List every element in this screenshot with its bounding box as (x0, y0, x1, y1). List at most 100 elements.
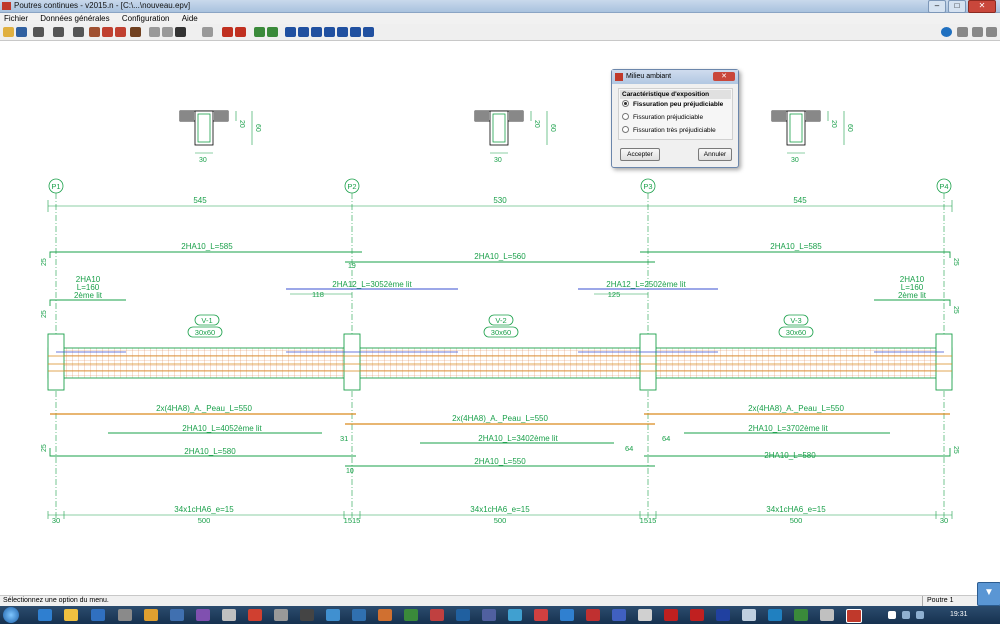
radio-fissuration-tres-prejudiciable[interactable]: Fissuration très préjudiciable (622, 126, 716, 135)
diagram-icon[interactable] (222, 27, 233, 37)
window-title: Poutres continues - v2015.n - [C:\...\no… (14, 1, 191, 10)
app-icon-27[interactable] (716, 609, 730, 621)
radio-fissuration-peu-prejudiciable[interactable]: Fissuration peu préjudiciable (622, 100, 723, 109)
first-icon[interactable] (149, 27, 160, 37)
support-top-bar-p3: 2HA12_L=2502ème lit (606, 280, 686, 289)
beam-1-size: 30x60 (195, 328, 215, 337)
app-icon-25[interactable] (664, 609, 678, 621)
app-icon-22[interactable] (586, 609, 600, 621)
app-icon-19[interactable] (508, 609, 522, 621)
app-icon-28[interactable] (742, 609, 756, 621)
app-icon-30[interactable] (794, 609, 808, 621)
zoom-fit-icon[interactable] (337, 27, 348, 37)
zoom-out-icon[interactable] (311, 27, 322, 37)
start-button[interactable] (3, 607, 19, 623)
toolbar (0, 24, 1000, 41)
app-icon-9[interactable] (248, 609, 262, 621)
skype-icon[interactable] (768, 609, 782, 621)
app-icon-4[interactable] (118, 609, 132, 621)
tools-icon[interactable] (130, 27, 141, 37)
app-icon-10[interactable] (274, 609, 288, 621)
app-icon-12[interactable] (326, 609, 340, 621)
close-button[interactable]: ✕ (968, 0, 996, 13)
poutres-taskbar-icon[interactable] (846, 609, 862, 623)
dim-right: 30 (940, 516, 948, 525)
next-icon[interactable] (175, 27, 186, 37)
app-icon-26[interactable] (690, 609, 704, 621)
ie-icon[interactable] (38, 609, 52, 621)
settings-icon[interactable] (115, 27, 126, 37)
app-icon-17[interactable] (456, 609, 470, 621)
app-icon-20[interactable] (534, 609, 548, 621)
reinforcement-icon[interactable] (102, 27, 113, 37)
second-layer-bottom-1: 2HA10_L=4052ème lit (182, 424, 262, 433)
print-preview-icon[interactable] (972, 27, 983, 37)
maximize-button[interactable]: □ (948, 0, 966, 13)
menu-fichier[interactable]: Fichier (4, 14, 29, 23)
network-icon[interactable] (902, 611, 910, 619)
app-icon-6[interactable] (170, 609, 184, 621)
save-icon[interactable] (16, 27, 27, 37)
menu-configuration[interactable]: Configuration (121, 14, 170, 23)
drawing-canvas[interactable]: 20 60 30 20 60 30 20 60 30 (0, 41, 1000, 594)
exposure-group: Caractéristique d'exposition Fissuration… (618, 88, 733, 140)
last-icon[interactable] (202, 27, 213, 37)
dim-span-2: 500 (494, 516, 507, 525)
zoom-window-icon[interactable] (324, 27, 335, 37)
app-icon-21[interactable] (560, 609, 574, 621)
end-bar-left-line2: L=160 (77, 283, 100, 292)
refresh-icon[interactable] (363, 27, 374, 37)
volume-icon[interactable] (916, 611, 924, 619)
media-icon[interactable] (91, 609, 105, 621)
check-icon[interactable] (254, 27, 265, 37)
app-icon-11[interactable] (300, 609, 314, 621)
app-icon-8[interactable] (222, 609, 236, 621)
app-icon-14[interactable] (378, 609, 392, 621)
dim-mid-1: 1515 (344, 516, 361, 525)
tray-up-icon[interactable] (888, 611, 896, 619)
open-icon[interactable] (3, 27, 14, 37)
chart-icon[interactable] (235, 27, 246, 37)
taskbar-clock[interactable]: 19:31 (950, 611, 968, 618)
radio-fissuration-prejudiciable[interactable]: Fissuration préjudiciable (622, 113, 703, 122)
section-i-icon[interactable] (53, 27, 64, 37)
app-icon-18[interactable] (482, 609, 496, 621)
cross-section-1: 20 60 30 (179, 110, 261, 164)
print-icon[interactable] (957, 27, 968, 37)
scroll-down-button[interactable]: ▼ (977, 582, 1000, 606)
explorer-icon[interactable] (64, 609, 78, 621)
app-icon-15[interactable] (404, 609, 418, 621)
app-icon-16[interactable] (430, 609, 444, 621)
section-1-h1: 20 (238, 120, 245, 128)
section-c-icon[interactable] (73, 27, 84, 37)
app-icon-23[interactable] (612, 609, 626, 621)
minimize-button[interactable]: – (928, 0, 946, 13)
cross-section-2: 20 60 30 (474, 110, 556, 164)
mark-mid-top: 19 (348, 263, 356, 270)
section-rect-icon[interactable] (33, 27, 44, 37)
section-3-h1: 20 (830, 120, 837, 128)
support-top-length-p3: 125 (608, 290, 621, 299)
prev-icon[interactable] (162, 27, 173, 37)
pan-icon[interactable] (350, 27, 361, 37)
app-icon-5[interactable] (144, 609, 158, 621)
beam-2-name: V-2 (495, 316, 506, 325)
app-icon-31[interactable] (820, 609, 834, 621)
dialog-title-bar[interactable]: Milieu ambiant ✕ (612, 70, 738, 84)
export-icon[interactable] (986, 27, 997, 37)
load-icon[interactable] (89, 27, 100, 37)
app-icon-13[interactable] (352, 609, 366, 621)
top-bar-3: 2HA10_L=585 (770, 242, 822, 251)
menu-donnees-generales[interactable]: Données générales (40, 14, 110, 23)
zoom-in-icon[interactable] (298, 27, 309, 37)
accept-button[interactable]: Accepter (620, 148, 660, 161)
cancel-button[interactable]: Annuler (698, 148, 732, 161)
app-icon-7[interactable] (196, 609, 210, 621)
edit-icon[interactable] (267, 27, 278, 37)
web-icon[interactable] (941, 27, 952, 37)
mark-mid-low-right: 25 (952, 306, 959, 314)
menu-aide[interactable]: Aide (181, 14, 198, 23)
zoom-icon[interactable] (285, 27, 296, 37)
dialog-close-button[interactable]: ✕ (713, 72, 735, 81)
app-icon-24[interactable] (638, 609, 652, 621)
